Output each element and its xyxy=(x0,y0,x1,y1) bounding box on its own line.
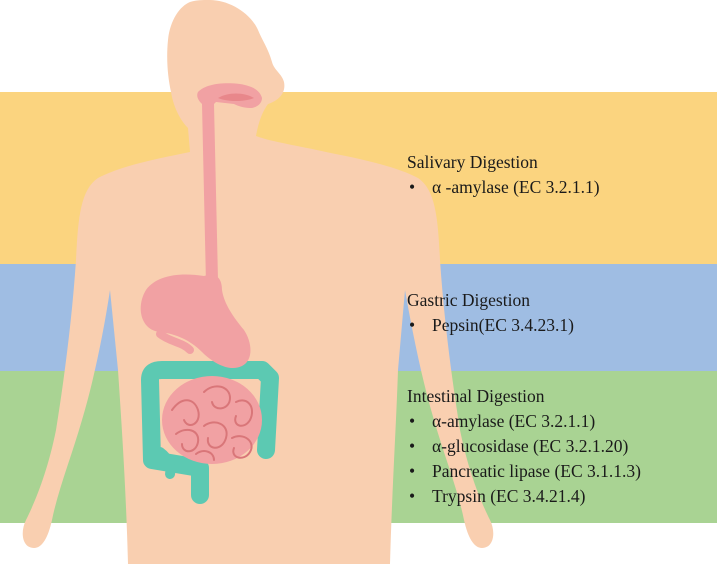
enzyme-item: α-amylase (EC 3.2.1.1) xyxy=(407,409,641,434)
enzyme-item: α-glucosidase (EC 3.2.1.20) xyxy=(407,434,641,459)
gastric-title: Gastric Digestion xyxy=(407,290,530,310)
enzyme-item: Pancreatic lipase (EC 3.1.1.3) xyxy=(407,459,641,484)
salivary-section-text: Salivary Digestion α -amylase (EC 3.2.1.… xyxy=(407,150,600,200)
enzyme-item: Trypsin (EC 3.4.21.4) xyxy=(407,484,641,509)
salivary-enzyme-list: α -amylase (EC 3.2.1.1) xyxy=(407,175,600,200)
body-silhouette xyxy=(22,0,494,564)
appendix xyxy=(155,447,176,479)
duodenum xyxy=(156,330,194,354)
enzyme-item: α -amylase (EC 3.2.1.1) xyxy=(407,175,600,200)
gastric-section-text: Gastric Digestion Pepsin(EC 3.4.23.1) xyxy=(407,288,574,338)
small-intestine xyxy=(162,376,262,464)
gastric-enzyme-list: Pepsin(EC 3.4.23.1) xyxy=(407,313,574,338)
tongue xyxy=(218,93,254,101)
colon xyxy=(141,361,279,504)
intestinal-section-text: Intestinal Digestion α-amylase (EC 3.2.1… xyxy=(407,384,641,509)
intestinal-title: Intestinal Digestion xyxy=(407,386,545,406)
enzyme-item: Pepsin(EC 3.4.23.1) xyxy=(407,313,574,338)
stomach xyxy=(140,274,251,369)
esophagus xyxy=(197,83,262,284)
intestinal-enzyme-list: α-amylase (EC 3.2.1.1) α-glucosidase (EC… xyxy=(407,409,641,509)
salivary-title: Salivary Digestion xyxy=(407,152,538,172)
